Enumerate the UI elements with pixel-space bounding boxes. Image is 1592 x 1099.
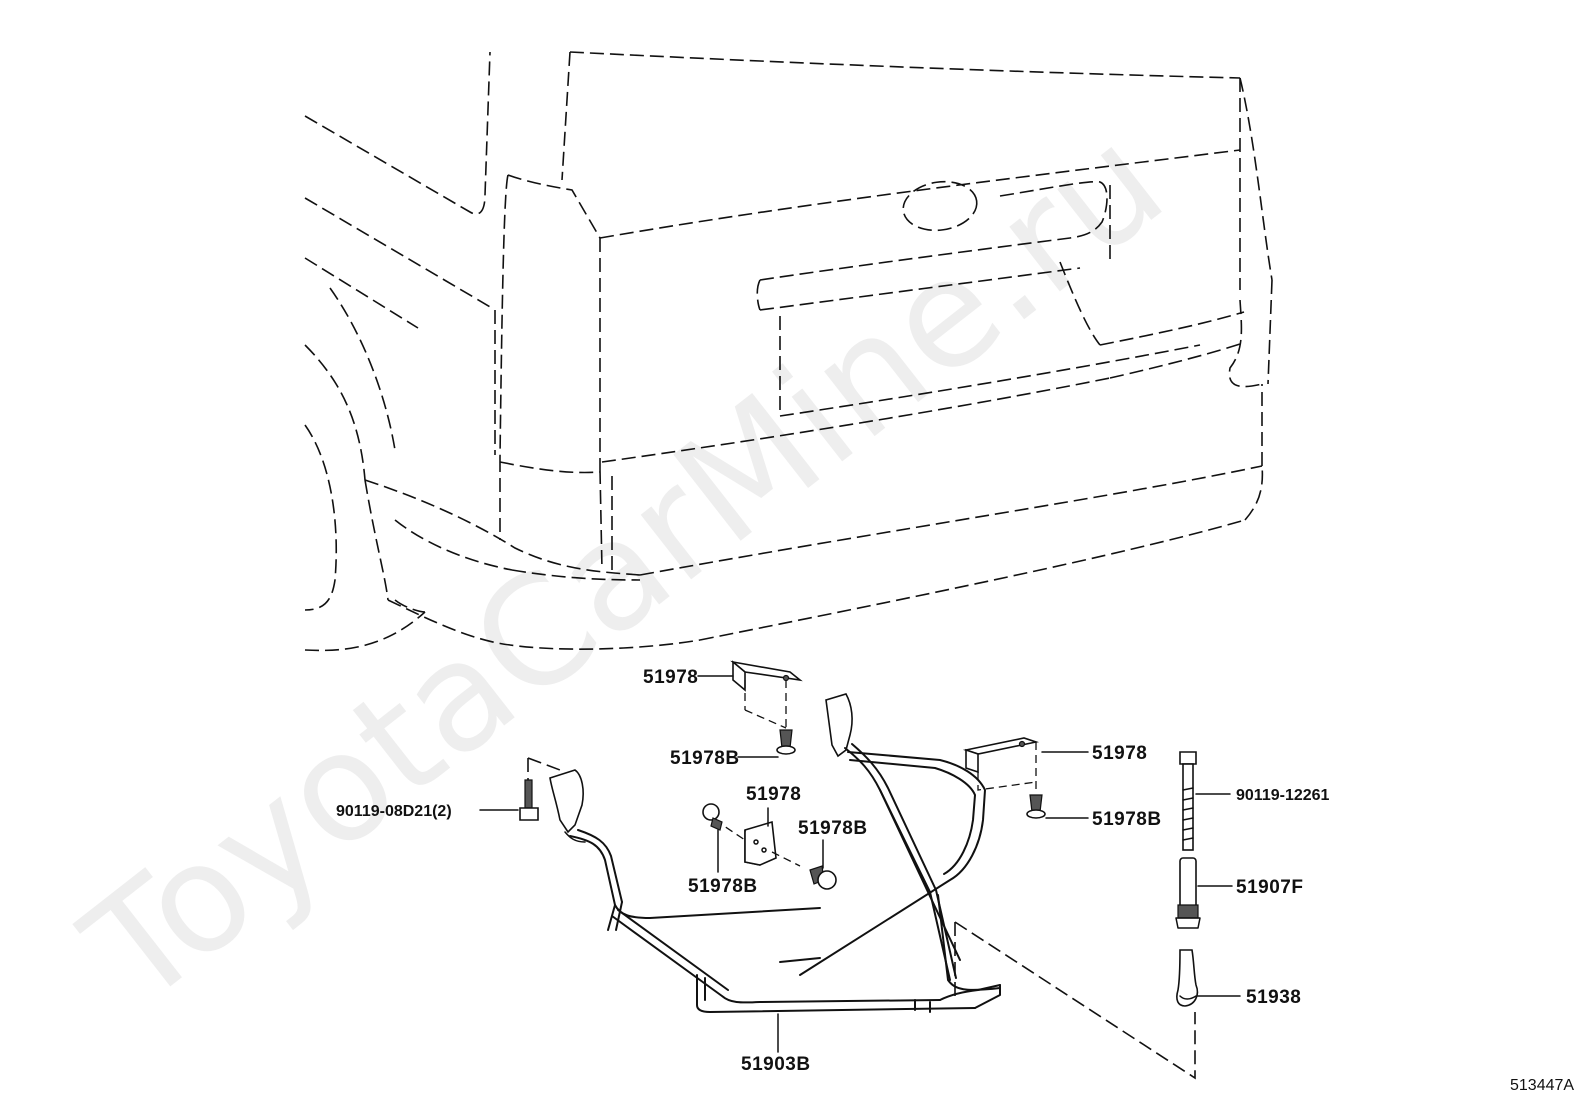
callout-51903b: 51903B	[741, 1054, 811, 1075]
callout-51907f: 51907F	[1236, 877, 1303, 898]
bracket-top	[730, 660, 803, 729]
callout-51978b-right: 51978B	[1092, 809, 1162, 830]
callout-51978b-center: 51978B	[798, 818, 868, 839]
clip-lower	[809, 865, 837, 890]
callout-51978b-left: 51978B	[688, 876, 758, 897]
extension-51907f	[1175, 857, 1201, 929]
callout-51978b-top: 51978B	[670, 748, 740, 769]
callout-51978-right: 51978	[1092, 743, 1147, 764]
bolt-90119-08d21	[519, 757, 561, 821]
leader-lines	[479, 675, 1241, 1053]
clip-right	[1026, 794, 1046, 819]
assembly-guide	[954, 921, 1196, 1080]
vehicle-rear-body	[304, 51, 1273, 652]
bolt-90119-12261	[1179, 751, 1197, 851]
spare-wheel-carrier	[549, 693, 1001, 1013]
callout-51978-top: 51978	[643, 667, 698, 688]
center-bracket	[714, 819, 801, 867]
seat-51938	[1176, 949, 1199, 1007]
watermark: ToyotaCarMine.ru	[54, 94, 1195, 1038]
clip-top	[776, 729, 796, 755]
callout-90119-12261: 90119-12261	[1236, 787, 1330, 804]
callout-51978-center: 51978	[746, 784, 801, 805]
clip-left	[702, 803, 723, 831]
bracket-right	[962, 737, 1040, 791]
callout-51938: 51938	[1246, 987, 1301, 1008]
figure-id: 513447A	[1510, 1077, 1574, 1094]
callout-90119-08d21: 90119-08D21(2)	[336, 803, 452, 820]
